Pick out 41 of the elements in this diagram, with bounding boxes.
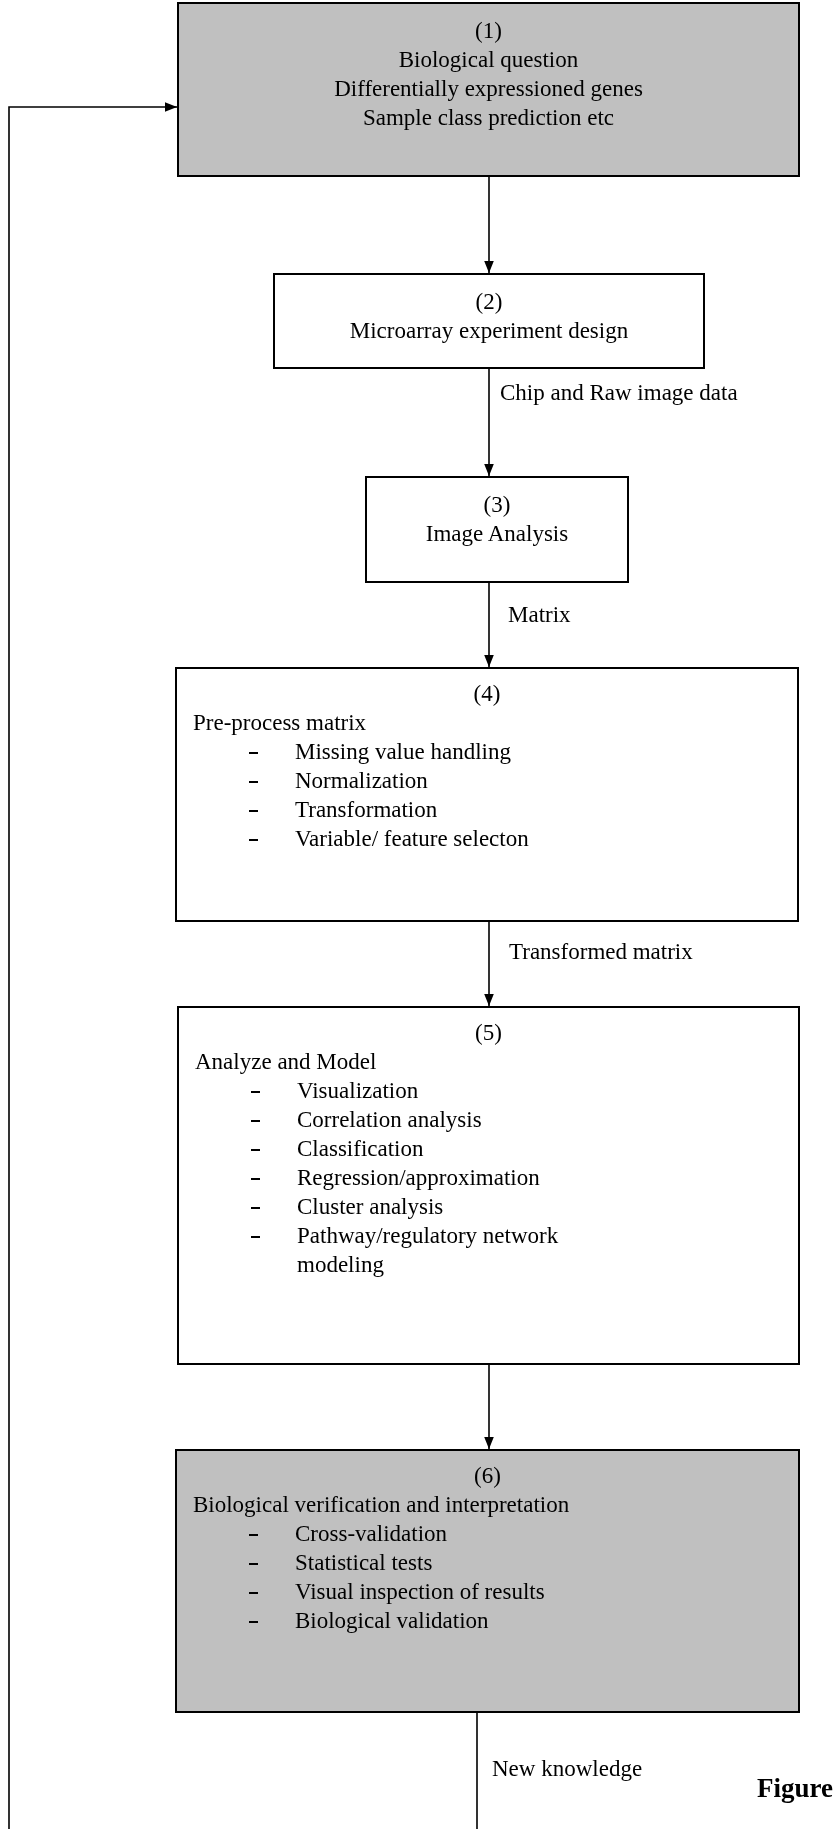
step-number: (1): [474, 17, 503, 45]
list-item: Classification: [195, 1134, 627, 1163]
list-item: Visualization: [195, 1076, 627, 1105]
figure-label: Figure: [757, 1773, 833, 1804]
arrow: [484, 921, 494, 1007]
process-box: [365, 476, 629, 583]
box-text: Image Analysis: [424, 520, 570, 548]
list-item: Statistical tests: [193, 1548, 625, 1577]
box-text: Sample class prediction etc: [362, 104, 615, 132]
step-number: (3): [482, 491, 512, 519]
process-box: [175, 1449, 800, 1713]
box-text: Biological question: [397, 46, 580, 74]
step-number: (4): [472, 680, 502, 708]
arrow: [484, 582, 494, 668]
list-item: Biological validation: [193, 1606, 625, 1635]
box-text: Differentially expressioned genes: [333, 75, 644, 103]
list-item: Correlation analysis: [195, 1105, 627, 1134]
process-box: [177, 1006, 800, 1365]
box-heading: Biological verification and interpretation: [193, 1491, 571, 1519]
list-item: Cluster analysis: [195, 1192, 627, 1221]
arrow: [484, 176, 494, 274]
step-number: (5): [474, 1019, 503, 1047]
list-item: Transformation: [193, 795, 625, 824]
box-text: Microarray experiment design: [348, 317, 630, 345]
list-item: Cross-validation: [193, 1519, 625, 1548]
arrow: [8, 102, 478, 1829]
list-item: Regression/approximation: [195, 1163, 627, 1192]
list-item: Visual inspection of results: [193, 1577, 625, 1606]
list-item: Pathway/regulatory network modeling: [195, 1221, 627, 1279]
list-item: Missing value handling: [193, 737, 625, 766]
list-item: Normalization: [193, 766, 625, 795]
arrow: [484, 1364, 494, 1450]
process-box: [177, 2, 800, 177]
step-number: (2): [474, 288, 504, 316]
process-box: [273, 273, 705, 369]
step-number: (6): [473, 1462, 502, 1490]
process-box: [175, 667, 799, 922]
arrow: [484, 368, 494, 477]
box-heading: Analyze and Model: [195, 1048, 378, 1076]
box-heading: Pre-process matrix: [193, 709, 368, 737]
list-item: Variable/ feature selecton: [193, 824, 625, 853]
